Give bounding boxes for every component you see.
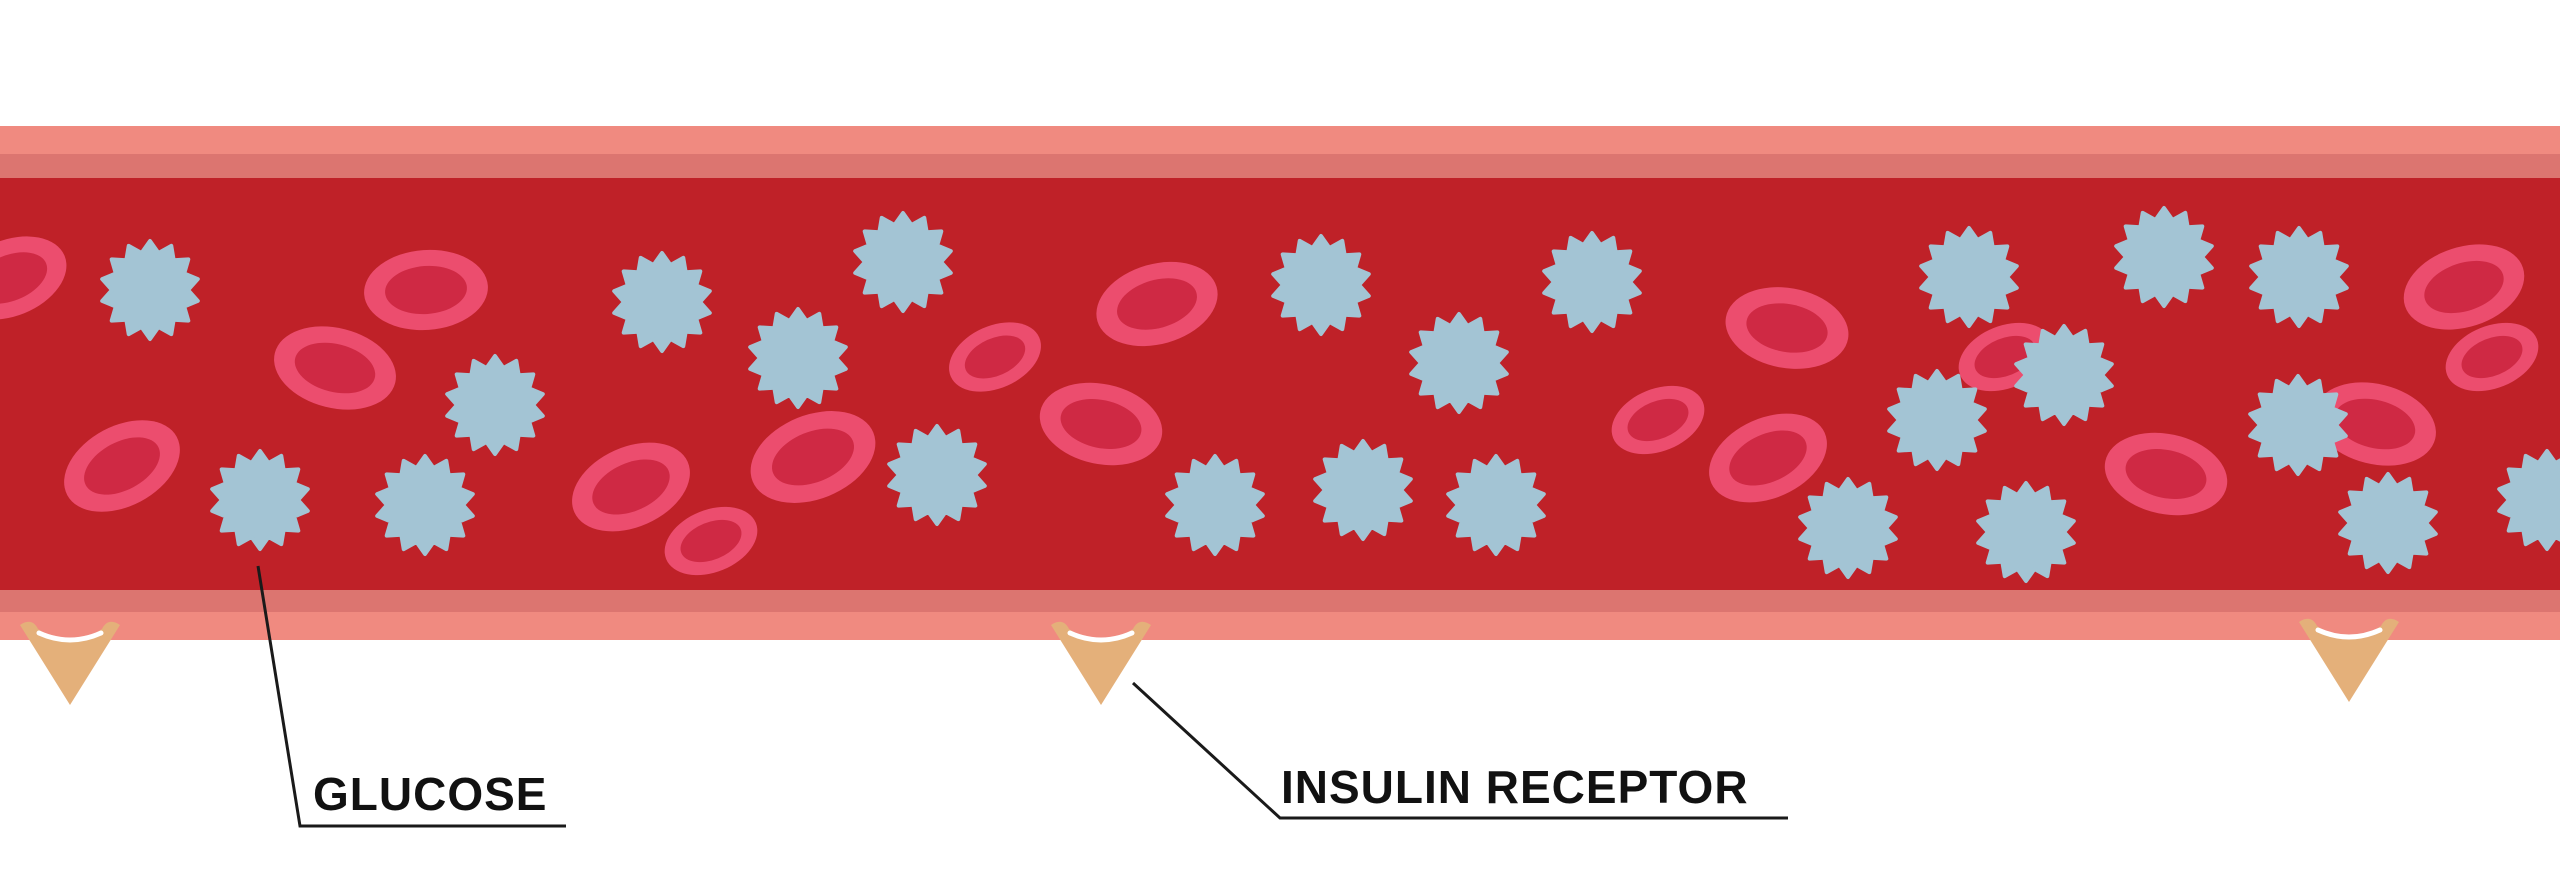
glucose-molecule-icon	[210, 449, 310, 551]
glucose-molecule-icon	[1798, 477, 1898, 579]
vessel-mid-bottom	[0, 588, 2560, 614]
glucose-molecule-icon	[1165, 454, 1265, 556]
vessel-outer-bottom	[0, 612, 2560, 640]
vessel-outer-top	[0, 126, 2560, 156]
glucose-molecule-icon	[1271, 234, 1371, 336]
glucose-molecule-icon	[1313, 439, 1413, 541]
vessel-mid-top	[0, 154, 2560, 179]
glucose-molecules	[100, 206, 2560, 583]
vessel-wall	[0, 126, 2560, 640]
glucose-molecule-icon	[1919, 226, 2019, 328]
glucose-molecule-icon	[1887, 369, 1987, 471]
insulin-receptor-label: INSULIN RECEPTOR	[1281, 761, 1749, 813]
glucose-leader-line	[256, 565, 566, 828]
glucose-molecule-icon	[1446, 454, 1546, 556]
insulin-receptor-leader-line	[1131, 681, 1788, 820]
glucose-label: GLUCOSE	[313, 768, 547, 820]
glucose-molecule-icon	[1409, 312, 1509, 414]
glucose-molecule-icon	[1976, 481, 2076, 583]
glucose-molecule-icon	[1542, 231, 1642, 333]
glucose-molecule-icon	[2014, 324, 2114, 426]
glucose-molecule-icon	[612, 251, 712, 353]
glucose-molecule-icon	[2249, 226, 2349, 328]
glucose-molecule-icon	[2497, 449, 2560, 551]
glucose-molecule-icon	[2248, 374, 2348, 476]
glucose-molecule-icon	[375, 454, 475, 556]
glucose-molecule-icon	[887, 424, 987, 526]
glucose-molecule-icon	[853, 211, 953, 313]
glucose-molecule-icon	[100, 239, 200, 341]
glucose-molecule-icon	[2338, 472, 2438, 574]
glucose-molecule-icon	[748, 307, 848, 409]
leader-lines	[256, 565, 1788, 828]
glucose-molecule-icon	[2114, 206, 2214, 308]
glucose-molecule-icon	[445, 354, 545, 456]
